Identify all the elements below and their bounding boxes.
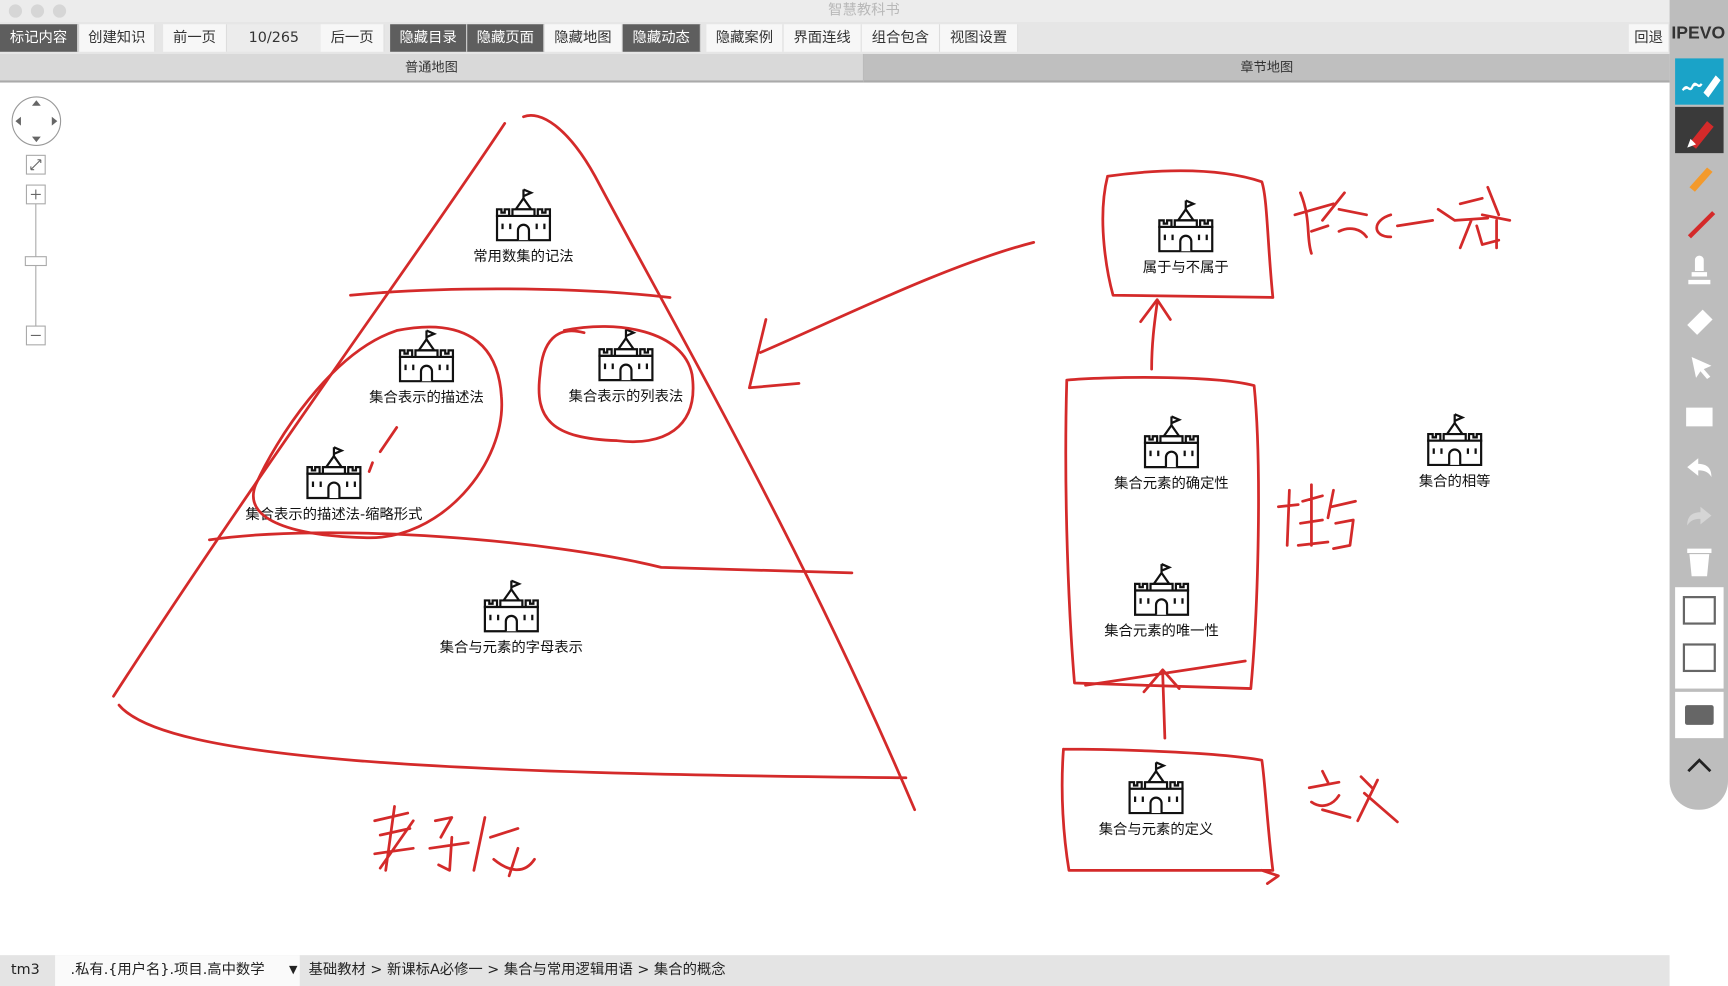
map-node-label: 集合元素的确定性 (1114, 475, 1229, 493)
hide-dynamic-button[interactable]: 隐藏动态 (622, 24, 701, 52)
create-knowledge-button[interactable]: 创建知识 (79, 24, 156, 52)
castle-icon (1133, 563, 1190, 616)
map-node[interactable]: 集合与元素的字母表示 (401, 578, 621, 657)
close-window-button[interactable] (8, 4, 23, 18)
status-bar: tm3 .私有.{用户名}.项目.高中数学 ▼ 基础教材 > 新课标A必修一 > … (0, 955, 1670, 986)
hide-page-button[interactable]: 隐藏页面 (467, 24, 545, 52)
collapse-chevron-icon[interactable] (1687, 758, 1712, 773)
map-tabs: 普通地图 章节地图 (0, 53, 1670, 83)
window-titlebar: 智慧教科书 (0, 0, 1728, 23)
stamp-icon[interactable] (1688, 255, 1711, 285)
window-title: 智慧教科书 (828, 2, 900, 19)
map-node[interactable]: 常用数集的记法 (413, 187, 633, 266)
expand-icon (30, 159, 42, 171)
plus-icon (30, 189, 41, 200)
toolbox-icon[interactable] (1686, 407, 1713, 427)
pointer-icon[interactable] (1691, 356, 1712, 379)
project-select-value: .私有.{用户名}.项目.高中数学 (70, 961, 265, 979)
highlighter-icon[interactable] (1689, 167, 1713, 192)
castle-icon (483, 579, 539, 633)
map-node-label: 常用数集的记法 (473, 248, 574, 266)
tab-chapter-map[interactable]: 章节地图 (863, 53, 1670, 83)
castle-icon (1128, 761, 1184, 815)
zoom-slider-handle[interactable] (24, 256, 47, 267)
map-node-label: 集合的相等 (1418, 473, 1491, 491)
user-label: tm3 (11, 961, 40, 979)
map-node[interactable]: 属于与不属于 (1076, 198, 1296, 277)
map-node-label: 属于与不属于 (1142, 260, 1229, 277)
ipevo-logo: IPEVO (1671, 23, 1725, 43)
camera-icon[interactable] (1685, 705, 1714, 725)
map-node-label: 集合表示的列表法 (568, 388, 684, 406)
castle-icon (1158, 199, 1214, 253)
zoom-control (11, 96, 62, 346)
undo-icon[interactable] (1687, 458, 1712, 478)
board-tools-panel (1675, 587, 1724, 689)
eraser-icon[interactable] (1687, 309, 1713, 335)
ipevo-tools: IPEVO (1671, 23, 1725, 773)
ipevo-toolbar: IPEVO (1669, 0, 1728, 810)
view-settings-button[interactable]: 视图设置 (940, 24, 1019, 52)
pen-tool-button[interactable] (1675, 106, 1724, 154)
map-node-label: 集合与元素的字母表示 (439, 640, 583, 657)
hide-map-button[interactable]: 隐藏地图 (544, 24, 623, 52)
interface-link-button[interactable]: 界面连线 (783, 24, 862, 52)
prev-page-button[interactable]: 前一页 (163, 24, 228, 52)
page-indicator: 10/265 (227, 24, 321, 52)
combine-include-button[interactable]: 组合包含 (861, 24, 941, 52)
map-node-label: 集合与元素的定义 (1098, 821, 1214, 839)
castle-icon (306, 446, 362, 500)
castle-icon (495, 188, 552, 242)
pen-tip-icon (1687, 138, 1697, 148)
castle-icon (1143, 415, 1200, 469)
map-node[interactable]: 集合表示的列表法 (516, 327, 736, 405)
next-page-button[interactable]: 后一页 (320, 24, 385, 52)
map-node[interactable]: 集合表示的描述法 (316, 328, 536, 407)
tab-normal-map[interactable]: 普通地图 (0, 53, 864, 83)
mark-content-button[interactable]: 标记内容 (0, 24, 79, 52)
castle-icon (398, 329, 455, 383)
chevron-down-icon: ▼ (289, 963, 298, 977)
project-select[interactable]: .私有.{用户名}.项目.高中数学 ▼ (55, 955, 300, 986)
pan-control[interactable] (11, 96, 62, 146)
map-node-label: 集合表示的描述法-缩略形式 (245, 506, 423, 524)
minimize-window-button[interactable] (30, 4, 45, 18)
map-node-label: 集合元素的唯一性 (1104, 623, 1219, 641)
castle-icon (1427, 413, 1483, 467)
handwriting-pen-icon (1681, 75, 1721, 98)
maximize-window-button[interactable] (52, 4, 67, 18)
castle-icon (598, 328, 654, 382)
hide-toc-button[interactable]: 隐藏目录 (390, 24, 468, 52)
trash-icon[interactable] (1687, 548, 1712, 577)
map-node[interactable]: 集合表示的描述法-缩略形式 (224, 445, 444, 523)
red-pen-icon (1689, 121, 1714, 149)
split-whiteboard-icon[interactable] (1682, 643, 1716, 673)
hide-cases-button[interactable]: 隐藏案例 (706, 24, 784, 52)
map-node[interactable]: 集合的相等 (1344, 412, 1564, 490)
map-node[interactable]: 集合元素的唯一性 (1051, 562, 1271, 640)
map-node[interactable]: 集合与元素的定义 (1046, 760, 1266, 838)
map-node-label: 集合表示的描述法 (369, 390, 484, 407)
toolbar: 标记内容 创建知识 前一页 10/265 后一页 隐藏目录 隐藏页面 隐藏地图 … (0, 22, 1728, 54)
breadcrumb[interactable]: 基础教材 > 新课标A必修一 > 集合与常用逻辑用语 > 集合的概念 (308, 961, 726, 979)
undo-button[interactable]: 回退 (1628, 24, 1670, 52)
line-tool-icon[interactable] (1687, 211, 1716, 239)
whiteboard-icon[interactable] (1682, 596, 1716, 625)
redo-icon[interactable] (1687, 506, 1712, 526)
map-node[interactable]: 集合元素的确定性 (1061, 414, 1281, 492)
